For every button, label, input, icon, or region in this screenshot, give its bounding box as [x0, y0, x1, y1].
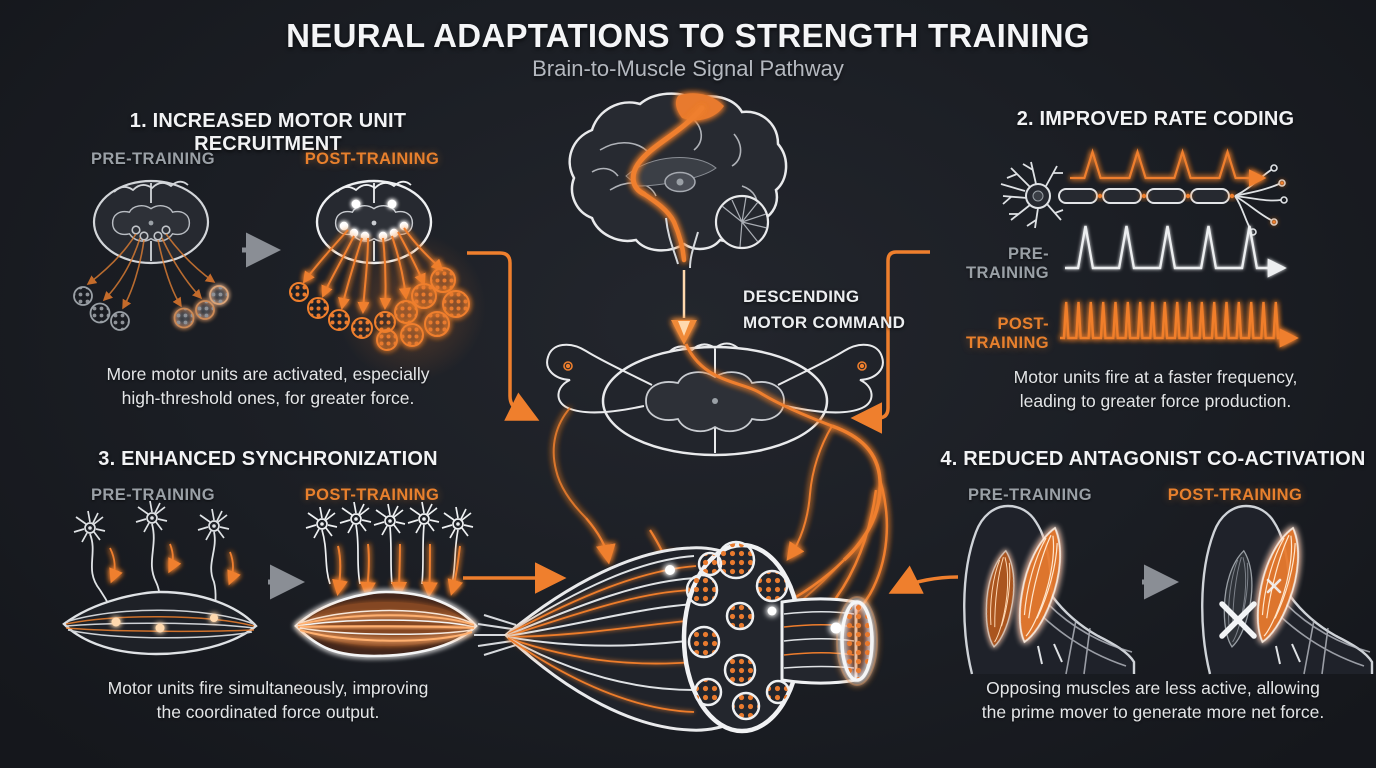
- panel2-illustration: [1000, 148, 1299, 348]
- dendrites: [1000, 161, 1064, 229]
- post-motor-units: [289, 267, 470, 351]
- connector-panel2: [850, 250, 930, 434]
- nodes-of-ranvier: [1097, 193, 1235, 199]
- tendon-lines: [474, 614, 517, 656]
- pre-firing-trace: [1065, 225, 1287, 278]
- post-synchronization-group: [294, 501, 478, 658]
- myelin-sheaths: [1058, 188, 1230, 204]
- nerve-root-wings: [546, 343, 884, 414]
- panel4-title: 4. REDUCED ANTAGONIST CO-ACTIVATION: [940, 448, 1366, 470]
- post-spinal-cord-section: [289, 179, 486, 382]
- connector-panel4: [888, 565, 959, 594]
- panel1-pre-label: PRE-TRAINING: [91, 150, 215, 168]
- panel3-illustration: [62, 500, 478, 658]
- panel3-description: Motor units fire simultaneously, improvi…: [107, 678, 429, 722]
- post-motor-neurons: [339, 199, 409, 241]
- pre-impulse-arrows: [109, 543, 241, 586]
- descending-command-arrow: [671, 262, 697, 345]
- pre-axon-arrows: [86, 233, 216, 310]
- panel-antagonist-coactivation: 4. REDUCED ANTAGONIST CO-ACTIVATION PRE-…: [930, 448, 1376, 768]
- post-arm: [1201, 504, 1374, 676]
- panel4-illustration: [963, 504, 1374, 676]
- descending-motor-command-label: DESCENDING MOTOR COMMAND: [743, 287, 906, 332]
- panel2-description: Motor units fire at a faster frequency,l…: [1013, 367, 1298, 411]
- panel-motor-unit-recruitment: 1. INCREASED MOTOR UNIT RECRUITMENT PRE-…: [56, 110, 486, 430]
- inhibited-x-mark: [1219, 578, 1282, 639]
- panel2-pre-label: PRE-TRAINING: [966, 245, 1049, 282]
- muscle-fibers: [507, 555, 699, 713]
- muscle-illustration: [474, 540, 878, 734]
- panel4-post-label: POST-TRAINING: [1167, 486, 1303, 504]
- panel2-post-label: POST-TRAINING: [966, 315, 1049, 352]
- pre-arm: [963, 504, 1136, 676]
- wing-neuron-glyphs: [563, 361, 867, 371]
- bundle-end-cross-section: [840, 600, 874, 682]
- page-title: NEURAL ADAPTATIONS TO STRENGTH TRAINING: [286, 17, 1090, 54]
- panel1-description: More motor units are activated, especial…: [106, 364, 430, 408]
- motor-neuron-axon: [1000, 148, 1288, 236]
- panel-synchronization: 3. ENHANCED SYNCHRONIZATION PRE-TRAINING…: [56, 448, 480, 768]
- pre-spinal-cord-section: [73, 179, 229, 331]
- post-muscle-fibers: [297, 609, 475, 642]
- pre-motor-units: [73, 285, 229, 331]
- panel-rate-coding: 2. IMPROVED RATE CODING PRE-TRAINING POS…: [935, 108, 1376, 420]
- panel1-title: 1. INCREASED MOTOR UNIT RECRUITMENT: [129, 110, 407, 155]
- panel4-description: Opposing muscles are less active, allowi…: [981, 678, 1325, 722]
- page-subtitle: Brain-to-Muscle Signal Pathway: [532, 56, 844, 81]
- panel-connectors: [463, 250, 959, 594]
- corticospinal-tract: [630, 105, 705, 263]
- central-canal: [712, 398, 718, 404]
- panel3-pre-label: PRE-TRAINING: [91, 486, 215, 504]
- connector-panel1: [467, 251, 540, 421]
- post-impulse-arrows: [332, 543, 463, 598]
- panel3-post-label: POST-TRAINING: [304, 486, 440, 504]
- panel4-pre-label: PRE-TRAINING: [968, 486, 1092, 504]
- panel2-title: 2. IMPROVED RATE CODING: [1016, 108, 1295, 130]
- pre-synchronization-group: [62, 500, 258, 656]
- pre-endplate-dots: [111, 614, 218, 633]
- neuromuscular-junction-dots: [665, 565, 842, 634]
- cerebellum: [714, 194, 770, 250]
- fiber-bundle-cylinder: [780, 596, 878, 686]
- brainstem-outline: [665, 217, 699, 269]
- panel1-post-label: POST-TRAINING: [304, 150, 440, 168]
- post-firing-trace: [1060, 301, 1299, 348]
- panel1-illustration: [73, 179, 486, 382]
- center-pathway-illustration: [463, 92, 959, 734]
- fascicles: [685, 540, 791, 721]
- panel3-title: 3. ENHANCED SYNCHRONIZATION: [98, 448, 438, 470]
- corpus-callosum: [625, 157, 717, 187]
- axon-impulse-train: [1070, 148, 1267, 187]
- post-axon-arrows: [302, 227, 444, 314]
- brain-illustration: [568, 92, 788, 269]
- pre-motor-neurons: [131, 225, 171, 241]
- post-axons: [321, 524, 459, 585]
